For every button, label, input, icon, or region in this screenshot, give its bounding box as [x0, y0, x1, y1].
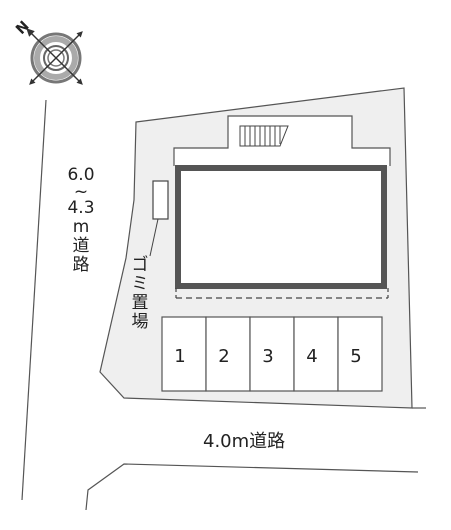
road-char-2: 路 — [72, 255, 90, 275]
left-road-label: 6.0 ~ 4.3 m 道 路 — [64, 166, 98, 275]
parking-slot-number: 2 — [218, 346, 230, 367]
bottom-road-edge — [85, 463, 419, 511]
parking-slot — [161, 316, 207, 392]
bottom-road-label: 4.0m道路 — [203, 431, 286, 452]
parking-slot-number: 5 — [350, 346, 362, 367]
compass-icon — [26, 28, 83, 85]
garbage-char-4: 場 — [131, 312, 149, 332]
garbage-leader-line — [149, 218, 159, 257]
road-char-1: 道 — [72, 236, 90, 256]
parking-slot-number: 1 — [174, 346, 186, 367]
left-road-edge — [21, 99, 47, 501]
garbage-area-label: ゴ ミ 置 場 — [127, 256, 153, 332]
parking-slot — [205, 316, 251, 392]
parking-slot-number: 3 — [262, 346, 274, 367]
road-width-min: 4.3 — [67, 198, 95, 218]
garbage-char-3: 置 — [131, 293, 149, 313]
garbage-station — [152, 180, 169, 220]
stairs-icon — [239, 125, 289, 147]
parking-area — [161, 316, 383, 392]
garbage-char-1: ゴ — [131, 255, 149, 275]
road-unit: m — [72, 217, 90, 237]
parking-slot — [337, 316, 383, 392]
parking-slot — [249, 316, 295, 392]
road-width-tilde: ~ — [73, 182, 89, 202]
garbage-char-2: ミ — [131, 274, 149, 294]
parking-slot-number: 4 — [306, 346, 318, 367]
building — [175, 165, 387, 289]
road-width-max: 6.0 — [67, 165, 95, 185]
